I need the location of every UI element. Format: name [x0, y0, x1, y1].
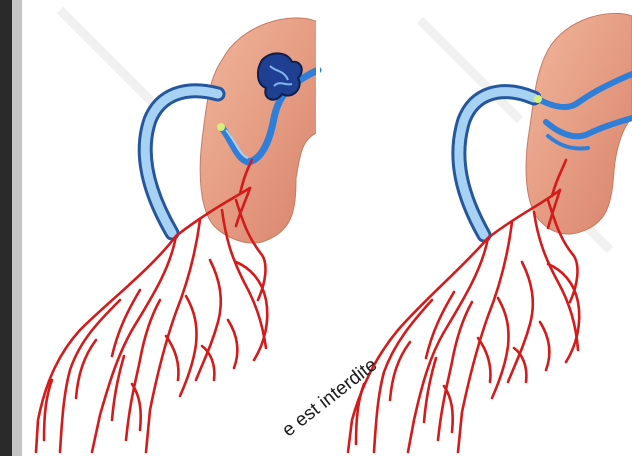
anastomosis-marker-left	[217, 123, 225, 131]
left-panel	[36, 18, 318, 452]
left-edge-fade	[12, 0, 22, 456]
left-edge-strip	[0, 0, 12, 456]
heart-body-left	[200, 18, 318, 243]
anastomosis-marker-right	[534, 95, 542, 103]
panel-divider	[316, 0, 320, 456]
